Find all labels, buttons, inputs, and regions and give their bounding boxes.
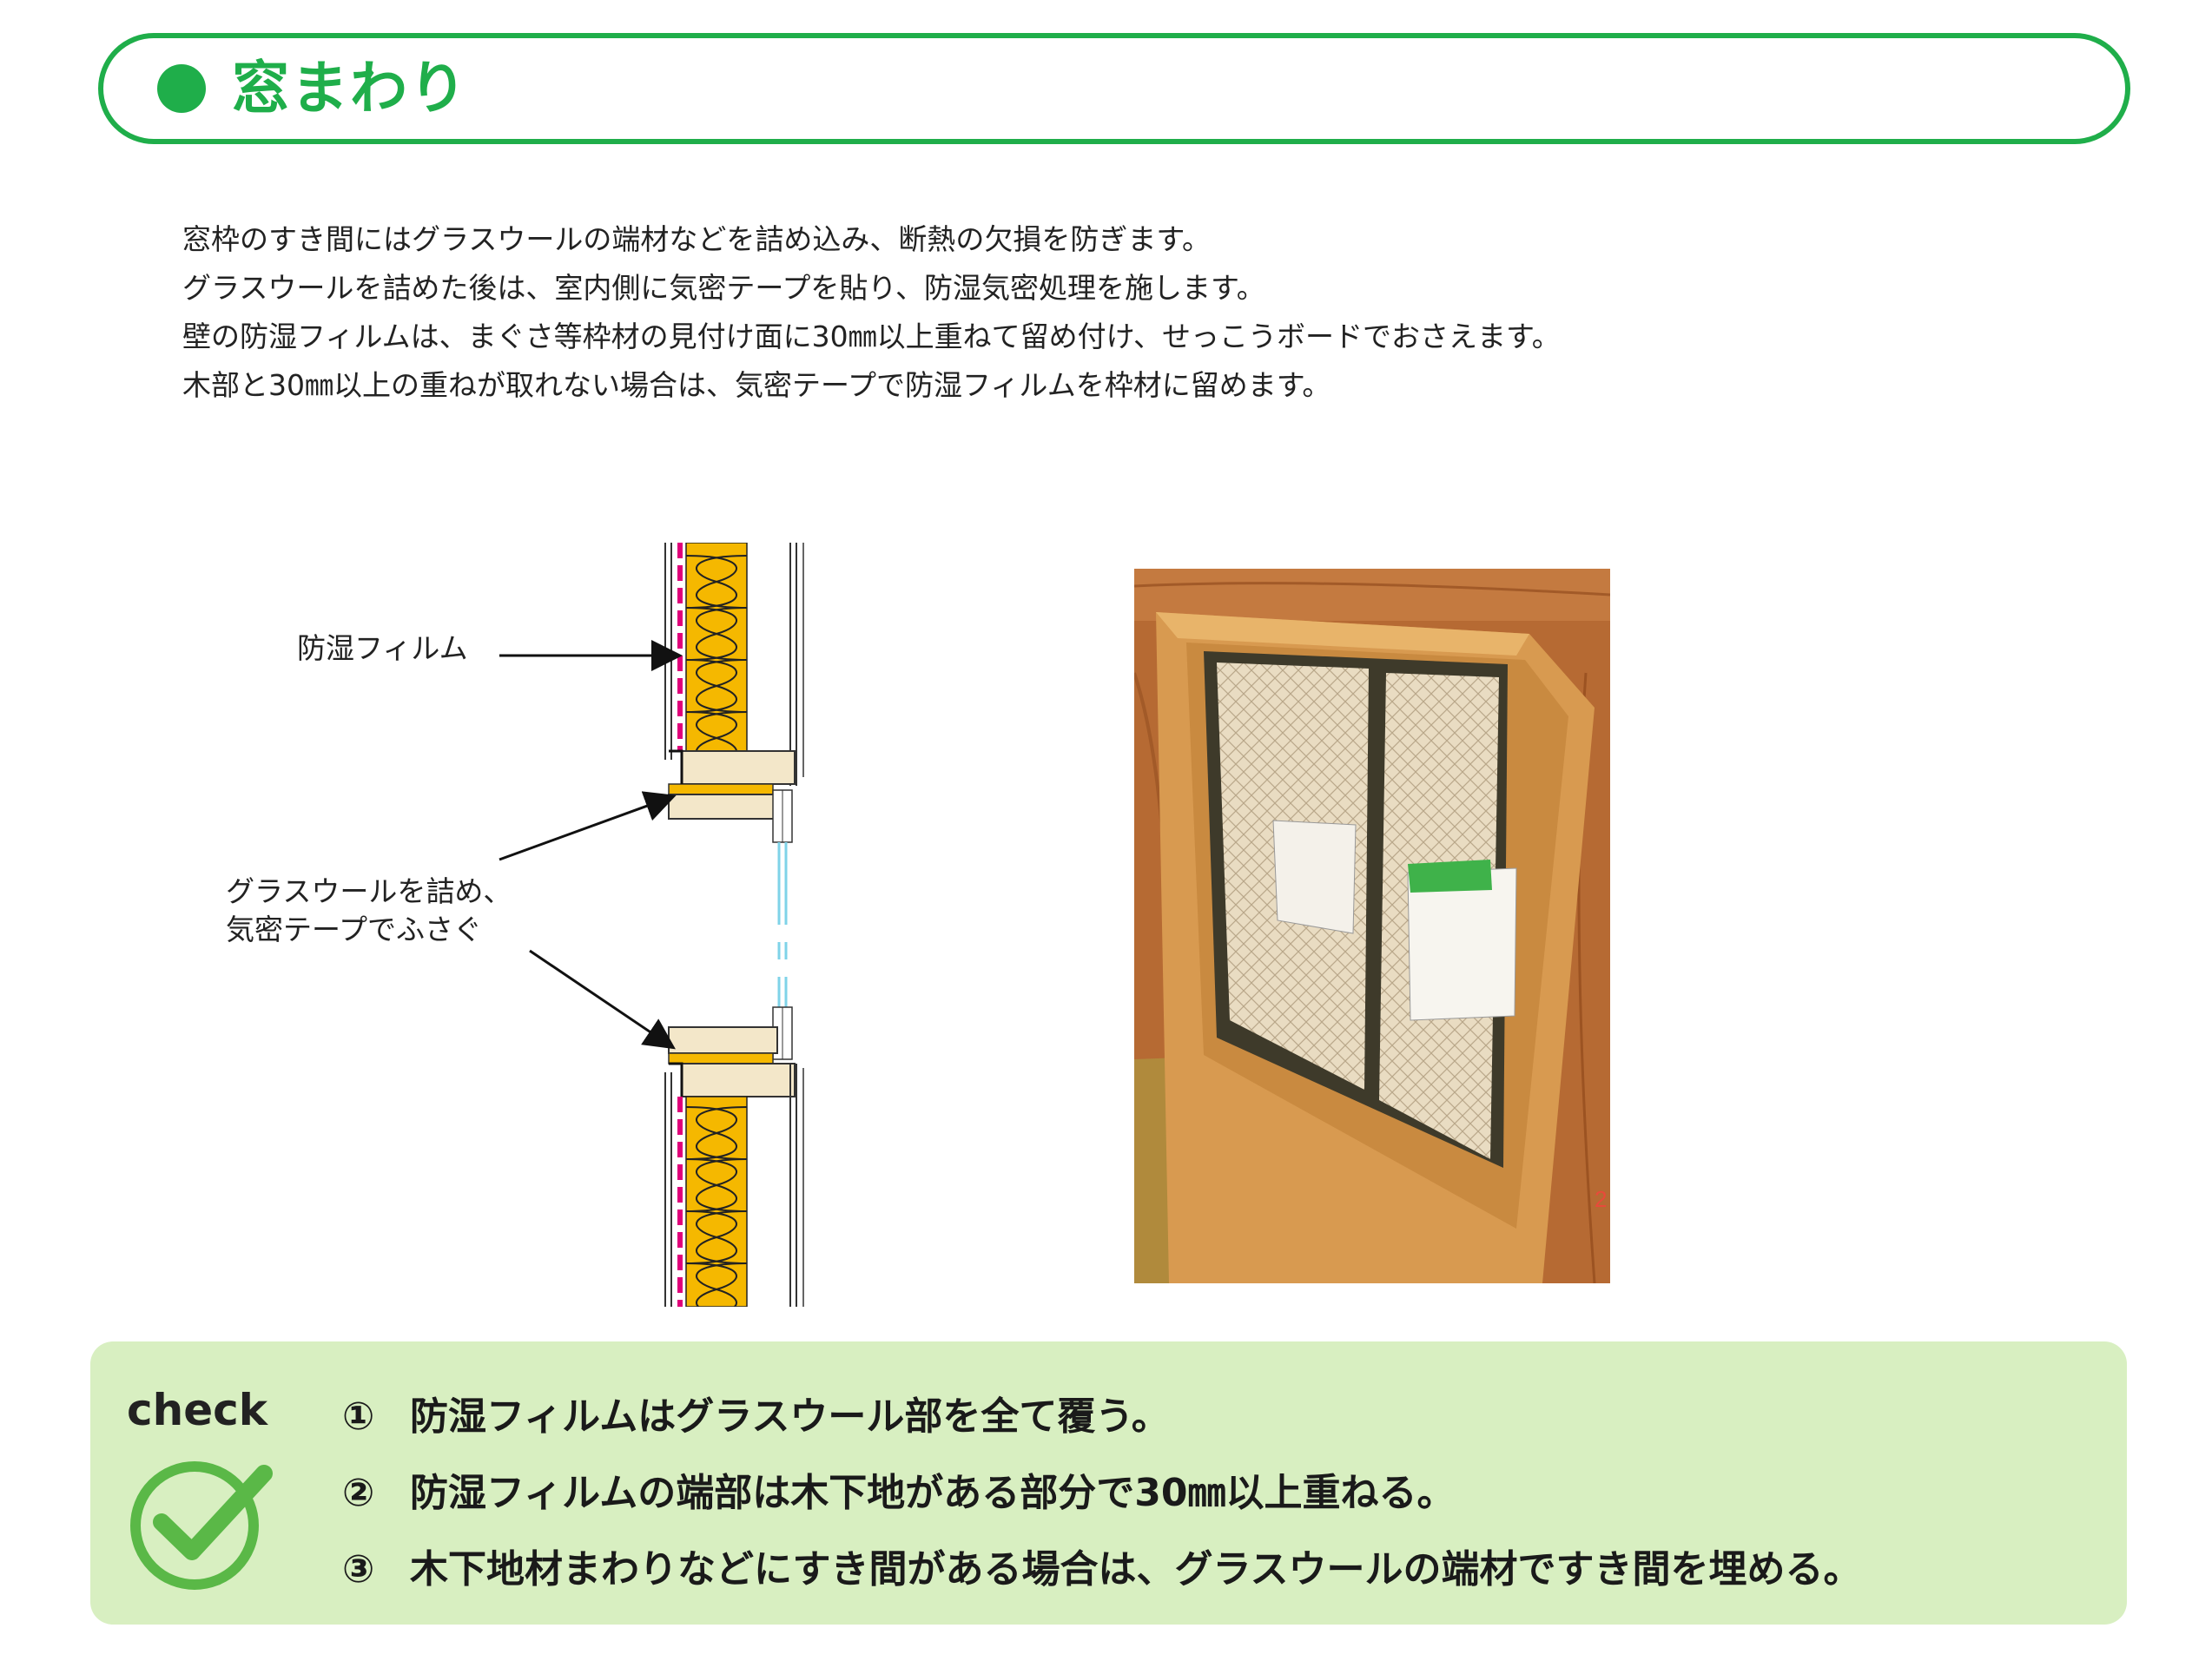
photo-corner-mark: 2 xyxy=(1595,1186,1607,1212)
check-item-number: ③ xyxy=(342,1547,375,1592)
check-item-3: ③ 木下地材まわりなどにすき間がある場合は、グラスウールの端材ですき間を埋める。 xyxy=(342,1538,1862,1593)
check-title: check xyxy=(127,1385,268,1435)
window-photo: 2 xyxy=(1132,569,1611,1284)
check-item-2: ② 防湿フィルムの端部は木下地がある部分で30㎜以上重ねる。 xyxy=(342,1461,1455,1517)
check-panel: check ① 防湿フィルムはグラスウール部を全て覆う。 ② 防湿フィルムの端部は木… xyxy=(90,1341,2127,1625)
label-glasswool-line1: グラスウールを詰め、 xyxy=(226,874,512,908)
check-item-text: 防湿フィルムはグラスウール部を全て覆う。 xyxy=(410,1394,1170,1439)
intro-text: 窓枠のすき間にはグラスウールの端材などを詰め込み、断熱の欠損を防ぎます。 グラス… xyxy=(182,215,2093,410)
page-title: 窓まわり xyxy=(232,55,468,122)
label-glasswool-line2: 気密テープでふさぐ xyxy=(226,913,483,946)
check-item-text: 木下地材まわりなどにすき間がある場合は、グラスウールの端材ですき間を埋める。 xyxy=(410,1547,1862,1592)
check-item-1: ① 防湿フィルムはグラスウール部を全て覆う。 xyxy=(342,1385,1170,1440)
window-photo-image: 2 xyxy=(1132,569,1611,1284)
check-item-number: ① xyxy=(342,1394,375,1439)
section-header: 窓まわり xyxy=(98,33,2130,144)
check-item-number: ② xyxy=(342,1471,375,1515)
intro-line: 窓枠のすき間にはグラスウールの端材などを詰め込み、断熱の欠損を防ぎます。 xyxy=(182,222,1212,256)
checkmark-circle-icon xyxy=(130,1461,273,1590)
intro-line: 壁の防湿フィルムは、まぐさ等枠材の見付け面に30㎜以上重ねて留め付け、せっこうボ… xyxy=(182,320,1561,353)
intro-line: グラスウールを詰めた後は、室内側に気密テープを貼り、防湿気密処理を施します。 xyxy=(182,271,1265,305)
label-vapor-film: 防湿フィルム xyxy=(297,631,468,665)
window-section-diagram: 防湿フィルム グラスウールを詰め、 気密テープでふさぐ xyxy=(217,542,877,1308)
section-drawing xyxy=(499,542,804,1308)
check-item-text: 防湿フィルムの端部は木下地がある部分で30㎜以上重ねる。 xyxy=(410,1471,1456,1515)
intro-line: 木部と30㎜以上の重ねが取れない場合は、気密テープで防湿フィルムを枠材に留めます… xyxy=(182,368,1331,402)
bullet-dot-icon xyxy=(157,64,206,113)
